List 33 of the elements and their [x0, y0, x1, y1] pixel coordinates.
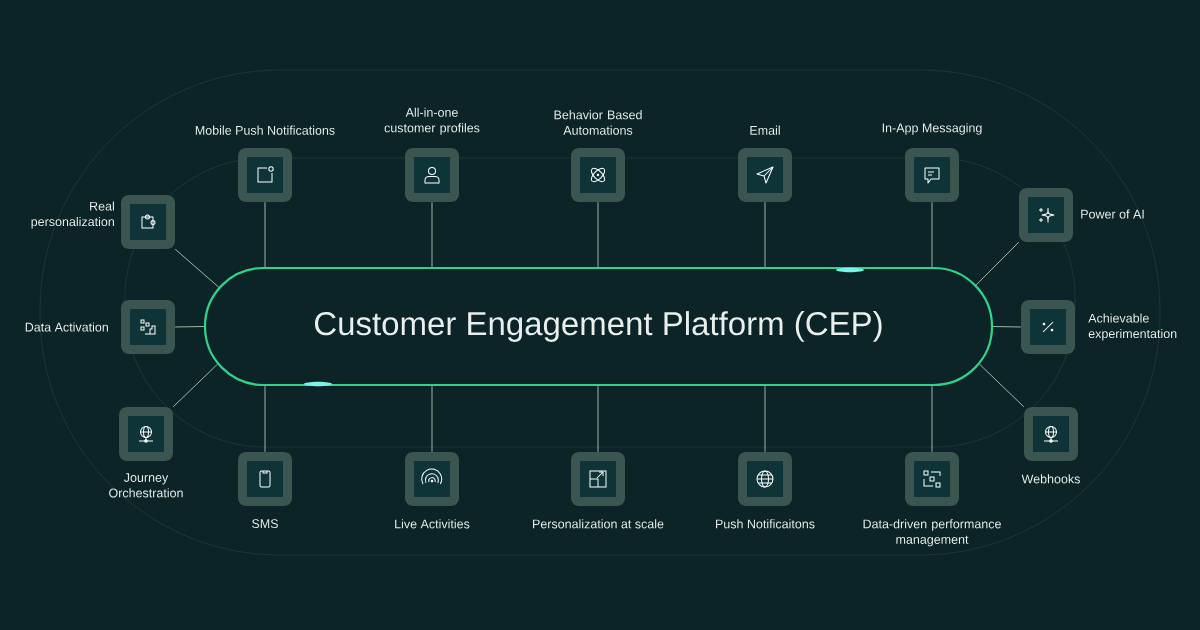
connector-line: [431, 385, 433, 453]
connector-line: [597, 201, 599, 268]
feature-label: Webhooks: [1021, 474, 1080, 484]
connector-line: [975, 241, 1020, 286]
connector-line: [992, 326, 1022, 328]
feature-label: Real personalization: [31, 201, 114, 229]
connector-line: [431, 201, 433, 268]
feature-label: Email: [750, 125, 780, 135]
connector-line: [764, 385, 766, 453]
connector-line: [764, 201, 766, 268]
feature-label: Behavior Based Automations: [554, 110, 642, 135]
feature-label: Achievable experimentation: [1088, 313, 1177, 341]
feature-label: SMS: [252, 519, 278, 529]
feature-label: In-App Messaging: [882, 123, 982, 135]
feature-label: Journey Orchestration: [109, 473, 183, 498]
connector-line: [174, 326, 205, 328]
connector-line: [931, 385, 933, 453]
feature-label: Data Activation: [25, 322, 108, 332]
connector-line: [174, 248, 220, 288]
connector-line: [978, 363, 1025, 408]
feature-label: Live Activities: [395, 519, 470, 529]
feature-label: Personalization at scale: [533, 519, 664, 529]
connector-line: [931, 201, 933, 268]
feature-label: All-in-one customer profiles: [384, 107, 480, 135]
feature-label: Push Notificaitons: [716, 519, 815, 529]
platform-pill: Customer Engagement Platform (CEP): [203, 266, 994, 387]
feature-label: Mobile Push Notifications: [195, 125, 335, 135]
connector-line: [264, 201, 266, 268]
feature-label: Data-driven performance management: [863, 519, 1001, 547]
connector-line: [172, 363, 219, 408]
feature-label: Power of AI: [1081, 209, 1144, 219]
connector-line: [597, 385, 599, 453]
connector-line: [264, 385, 266, 453]
